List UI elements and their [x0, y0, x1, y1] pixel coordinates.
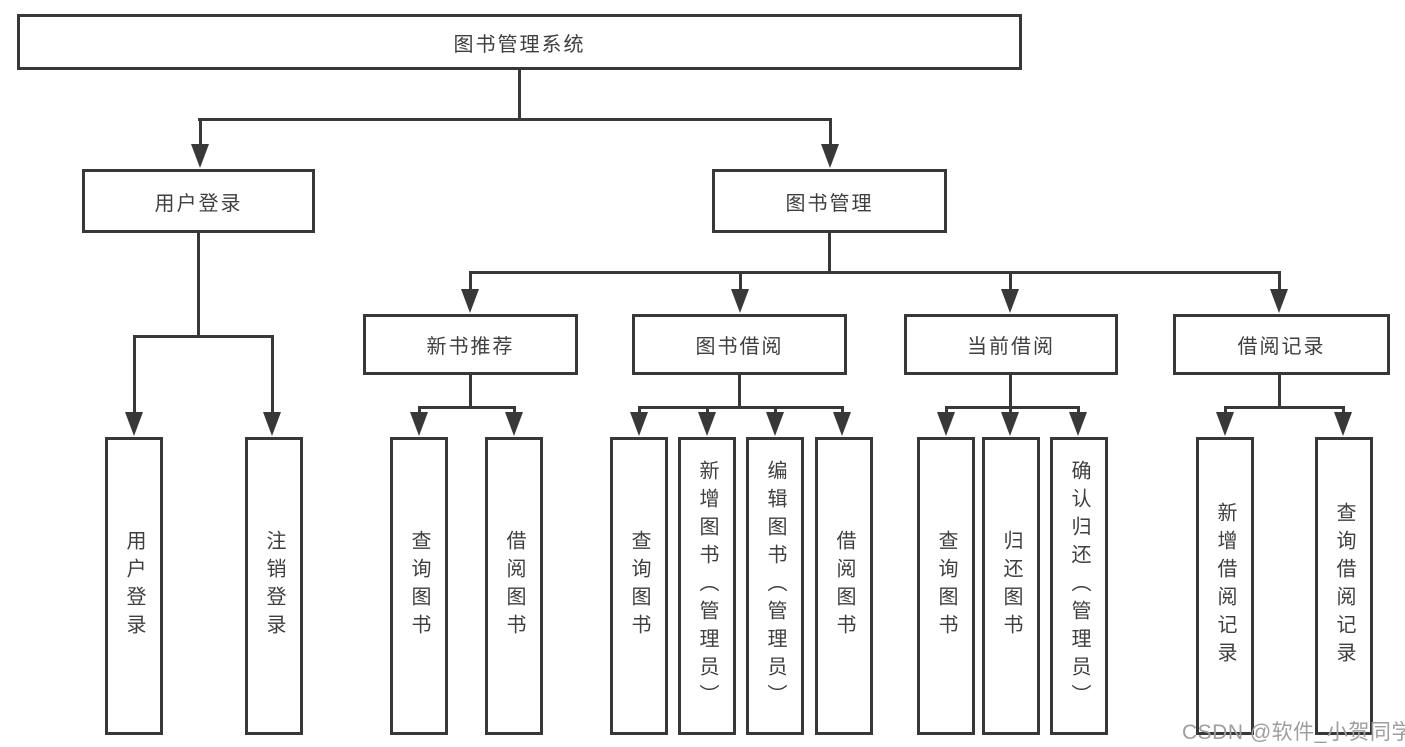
connector-newbook-stem [513, 406, 516, 416]
leaf-query-books-borrow: 查询图书 [610, 437, 668, 735]
leaf-label: 新增借阅记录 [1214, 502, 1236, 670]
node-user-login-label: 用户登录 [154, 192, 243, 215]
node-user-login: 用户登录 [82, 169, 315, 233]
connector-records-stem [1342, 406, 1345, 416]
connector-records-stem [1224, 406, 1227, 416]
arrow-down-icon [191, 144, 209, 168]
leaf-label: 查询图书 [935, 530, 957, 642]
connector-current-stem [945, 406, 948, 416]
leaf-borrow-books: 借阅图书 [815, 437, 873, 735]
leaf-query-books-current: 查询图书 [917, 437, 975, 735]
leaf-label: 注销登录 [263, 530, 285, 642]
leaf-user-login: 用户登录 [105, 437, 163, 735]
arrow-down-icon [1270, 289, 1288, 313]
connector-bookmgmt-drop [828, 233, 831, 273]
connector-current-stem [1009, 406, 1012, 416]
leaf-query-borrow-record: 查询借阅记录 [1315, 437, 1373, 735]
connector-borrow-stem [774, 406, 777, 416]
connector-current-branch [945, 406, 1080, 409]
arrow-down-icon [731, 289, 749, 313]
leaf-label: 查询图书 [408, 530, 430, 642]
connector-borrow-stem [841, 406, 844, 416]
arrow-down-icon [937, 412, 955, 436]
node-root: 图书管理系统 [17, 14, 1022, 70]
connector-current-drop [1009, 375, 1012, 409]
arrow-down-icon [766, 412, 784, 436]
leaf-confirm-return-admin: 确认归还（管理员） [1050, 437, 1108, 735]
connector-borrow-drop [738, 375, 741, 409]
node-book-borrow-label: 图书借阅 [695, 336, 784, 358]
connector-level2-stem [1009, 271, 1012, 291]
connector-level2-branch [470, 271, 1281, 274]
arrow-down-icon [630, 412, 648, 436]
leaf-label: 查询借阅记录 [1333, 502, 1355, 670]
arrow-down-icon [263, 412, 281, 436]
leaf-label: 借阅图书 [503, 530, 525, 642]
connector-root-drop [518, 70, 521, 118]
arrow-down-icon [461, 289, 479, 313]
connector-borrow-stem [706, 406, 709, 416]
leaf-query-books-recommend: 查询图书 [390, 437, 448, 735]
connector-user-branch [133, 335, 274, 338]
node-book-management: 图书管理 [712, 169, 947, 233]
arrow-down-icon [1069, 412, 1087, 436]
arrow-down-icon [1001, 289, 1019, 313]
node-new-book-recommend: 新书推荐 [363, 314, 578, 375]
connector-user-right-stem [271, 335, 274, 414]
leaf-label: 查询图书 [628, 530, 650, 642]
node-new-book-recommend-label: 新书推荐 [426, 336, 515, 358]
connector-level1-left-stem [199, 118, 202, 148]
node-current-borrow-label: 当前借阅 [967, 336, 1055, 358]
leaf-add-books-admin: 新增图书（管理员） [678, 437, 736, 735]
leaf-label: 确认归还（管理员） [1068, 460, 1090, 712]
connector-newbook-stem [418, 406, 421, 416]
arrow-down-icon [833, 412, 851, 436]
node-book-borrow: 图书借阅 [632, 314, 847, 375]
connector-level2-stem [469, 271, 472, 291]
arrow-down-icon [1001, 412, 1019, 436]
connector-user-left-stem [133, 335, 136, 414]
arrow-down-icon [1216, 412, 1234, 436]
arrow-down-icon [1334, 412, 1352, 436]
leaf-return-books: 归还图书 [982, 437, 1040, 735]
connector-newbook-branch [418, 406, 516, 409]
leaf-label: 用户登录 [123, 530, 145, 642]
arrow-down-icon [125, 412, 143, 436]
node-borrow-records-label: 借阅记录 [1237, 336, 1326, 358]
connector-borrow-stem [638, 406, 641, 416]
csdn-watermark: CSDN @软件_小贺同学 [1182, 721, 1405, 744]
connector-records-drop [1278, 375, 1281, 409]
connector-level2-stem [739, 271, 742, 291]
leaf-label: 编辑图书（管理员） [764, 460, 786, 712]
connector-current-stem [1077, 406, 1080, 416]
node-root-label: 图书管理系统 [453, 33, 586, 56]
connector-newbook-drop [469, 375, 472, 409]
arrow-down-icon [505, 412, 523, 436]
connector-user-drop [197, 233, 200, 335]
leaf-borrow-books-recommend: 借阅图书 [485, 437, 543, 735]
connector-level2-stem [1278, 271, 1281, 291]
connector-records-branch [1224, 406, 1345, 409]
leaf-edit-books-admin: 编辑图书（管理员） [746, 437, 804, 735]
arrow-down-icon [698, 412, 716, 436]
node-book-management-label: 图书管理 [785, 192, 874, 215]
leaf-label: 新增图书（管理员） [696, 460, 718, 712]
leaf-label: 借阅图书 [833, 530, 855, 642]
node-current-borrow: 当前借阅 [904, 314, 1118, 375]
leaf-add-borrow-record: 新增借阅记录 [1196, 437, 1254, 735]
arrow-down-icon [410, 412, 428, 436]
node-borrow-records: 借阅记录 [1173, 314, 1390, 375]
arrow-down-icon [821, 144, 839, 168]
leaf-label: 归还图书 [1000, 530, 1022, 642]
leaf-logout: 注销登录 [245, 437, 303, 735]
connector-level1-branch [198, 118, 832, 121]
connector-borrow-branch [638, 406, 844, 409]
connector-level1-right-stem [829, 118, 832, 148]
